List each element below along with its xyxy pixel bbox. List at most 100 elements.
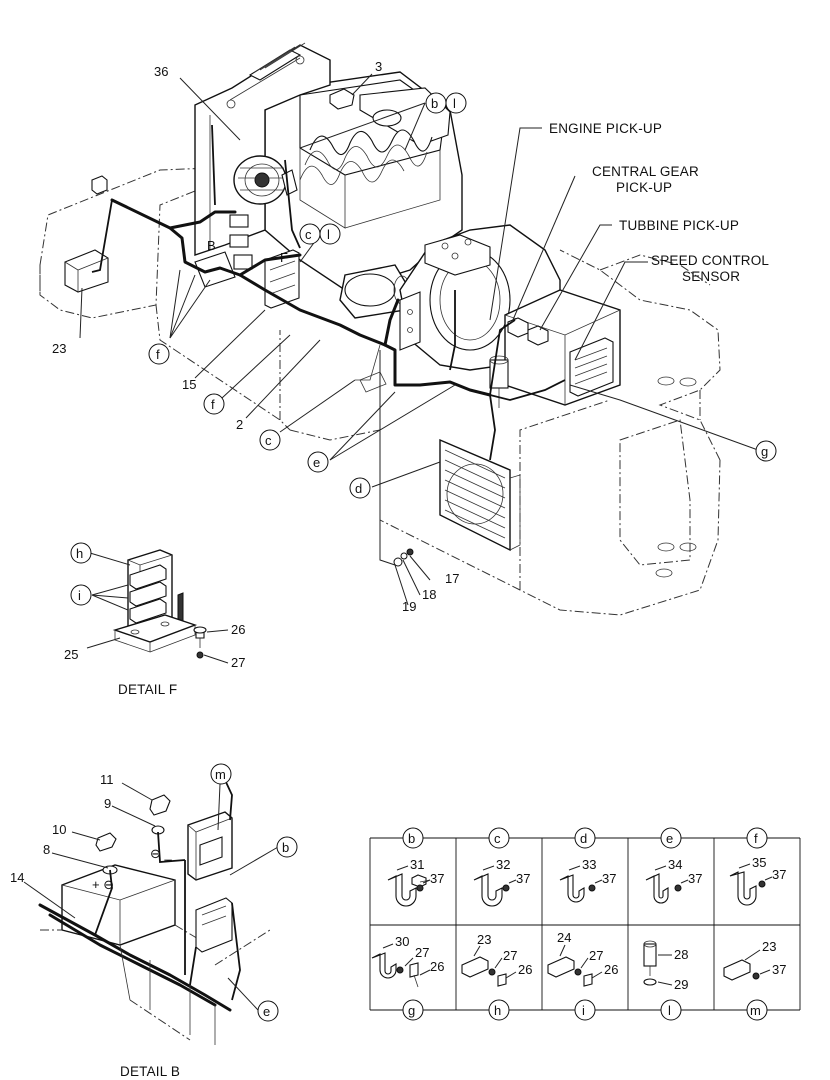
pressure-sensor [489, 355, 509, 408]
table-header-c: c [494, 831, 501, 846]
table-header-l: l [668, 1003, 671, 1018]
speed-control-sensor [569, 337, 614, 397]
table-f-part-35: 35 [752, 855, 766, 870]
speed-control-label: SPEED CONTROL [651, 253, 769, 268]
clamp-table: b c d e f g h i l m [369, 827, 801, 1021]
callout-l2: l [327, 227, 330, 242]
callout-2: 2 [236, 417, 243, 432]
callout-3: 3 [375, 59, 382, 74]
table-header-d-circle [574, 827, 596, 849]
table-h-part-27: 27 [503, 948, 517, 963]
table-d-part-33: 33 [582, 857, 596, 872]
detail-b-callout-14: 14 [10, 870, 24, 885]
central-gear-label: CENTRAL GEAR [592, 164, 699, 179]
table-header-m-circle [746, 999, 768, 1021]
table-g-part-26: 26 [430, 959, 444, 974]
table-header-m: m [750, 1003, 761, 1018]
table-header-h: h [494, 1003, 501, 1018]
callout-f1-circle [148, 343, 170, 365]
callout-17: 17 [445, 571, 459, 586]
detail-f-callout-27: 27 [231, 655, 245, 670]
callout-19: 19 [402, 599, 416, 614]
table-m-part-23: 23 [762, 939, 776, 954]
table-i-part-24: 24 [557, 930, 571, 945]
detail-b-callout-b-circle [276, 836, 298, 858]
detail-f-callout-h: h [76, 546, 83, 561]
table-cell-d: 33 37 [559, 857, 616, 903]
detail-b-callout-10: 10 [52, 822, 66, 837]
table-header-f: f [754, 831, 758, 846]
detail-b-callout-m: m [215, 767, 226, 782]
detail-f-callout-i-circle [70, 584, 92, 606]
table-header-b: b [408, 831, 415, 846]
table-cell-i: 24 27 26 [547, 930, 618, 987]
callout-c: c [305, 227, 312, 242]
table-f-part-37: 37 [772, 867, 786, 882]
table-i-part-27: 27 [589, 948, 603, 963]
callout-d-circle [349, 477, 371, 499]
table-b-part-31: 31 [410, 857, 424, 872]
callout-c2: c [265, 433, 272, 448]
detail-b-callout-b: b [282, 840, 289, 855]
table-header-i-circle [574, 999, 596, 1021]
callout-d: d [355, 481, 362, 496]
detail-b-callout-9: 9 [104, 796, 111, 811]
leader-lines [79, 73, 759, 606]
table-header-i: i [582, 1003, 585, 1018]
callout-23: 23 [52, 341, 66, 356]
callout-l2-circle [319, 223, 341, 245]
detail-b-callout-11: 11 [100, 772, 114, 787]
table-e-part-34: 34 [668, 857, 682, 872]
detail-f-callout-h-circle [70, 542, 92, 564]
detail-b-callout-e-circle [257, 1000, 279, 1022]
table-e-part-37: 37 [688, 871, 702, 886]
callout-c2-circle [259, 429, 281, 451]
table-m-part-37: 37 [772, 962, 786, 977]
central-gear-label-2: PICK-UP [616, 180, 672, 195]
detail-f-callout-26: 26 [231, 622, 245, 637]
table-cell-h: 23 27 26 [461, 932, 532, 987]
table-header-g: g [408, 1003, 415, 1018]
callout-l-circle [445, 92, 467, 114]
table-header-f-circle [746, 827, 768, 849]
callout-15: 15 [182, 377, 196, 392]
speed-control-label-2: SENSOR [682, 269, 740, 284]
detail-b-callout-8: 8 [43, 842, 50, 857]
zone-f-label: F [280, 250, 288, 265]
detail-b: 11 9 10 8 14 ⊖ _ + ⊖ m b e DETAIL B [10, 763, 298, 1079]
table-d-part-37: 37 [602, 871, 616, 886]
alternator [233, 155, 298, 205]
table-cell-e: 34 37 [645, 857, 702, 904]
table-header-h-circle [488, 999, 510, 1021]
callout-36: 36 [154, 64, 168, 79]
detail-b-pos-terminal: + ⊖ [92, 877, 114, 892]
battery-box [64, 175, 109, 293]
table-top-cells: 31 37 32 37 33 37 34 3 [387, 855, 786, 907]
tubbine-pickup-label: TUBBINE PICK-UP [619, 218, 739, 233]
radiator-shroud [194, 42, 331, 256]
callout-f2-circle [203, 393, 225, 415]
table-b-part-37: 37 [430, 871, 444, 886]
callout-b: b [431, 96, 438, 111]
detail-b-callout-e: e [263, 1004, 270, 1019]
callout-18: 18 [422, 587, 436, 602]
table-l-part-28: 28 [674, 947, 688, 962]
table-cell-b: 31 37 [387, 857, 444, 907]
detail-f-title: DETAIL F [118, 682, 177, 697]
table-cell-l: 28 29 [643, 940, 688, 992]
table-header-e: e [666, 831, 673, 846]
table-c-part-37: 37 [516, 871, 530, 886]
callout-f1: f [156, 347, 160, 362]
callout-g: g [761, 444, 768, 459]
main-assembly: 36 3 b l c l B F ENGINE PICK-UP CENTRAL … [39, 42, 777, 616]
detail-b-neg-terminal: ⊖ _ [150, 846, 173, 861]
table-i-part-26: 26 [604, 962, 618, 977]
callout-e: e [313, 455, 320, 470]
callout-g-circle [755, 440, 777, 462]
engine-pickup-label: ENGINE PICK-UP [549, 121, 662, 136]
oil-cooler [439, 438, 521, 552]
callout-f2: f [211, 397, 215, 412]
table-cell-m: 23 37 [723, 939, 786, 981]
table-cell-f: 35 37 [729, 855, 786, 906]
